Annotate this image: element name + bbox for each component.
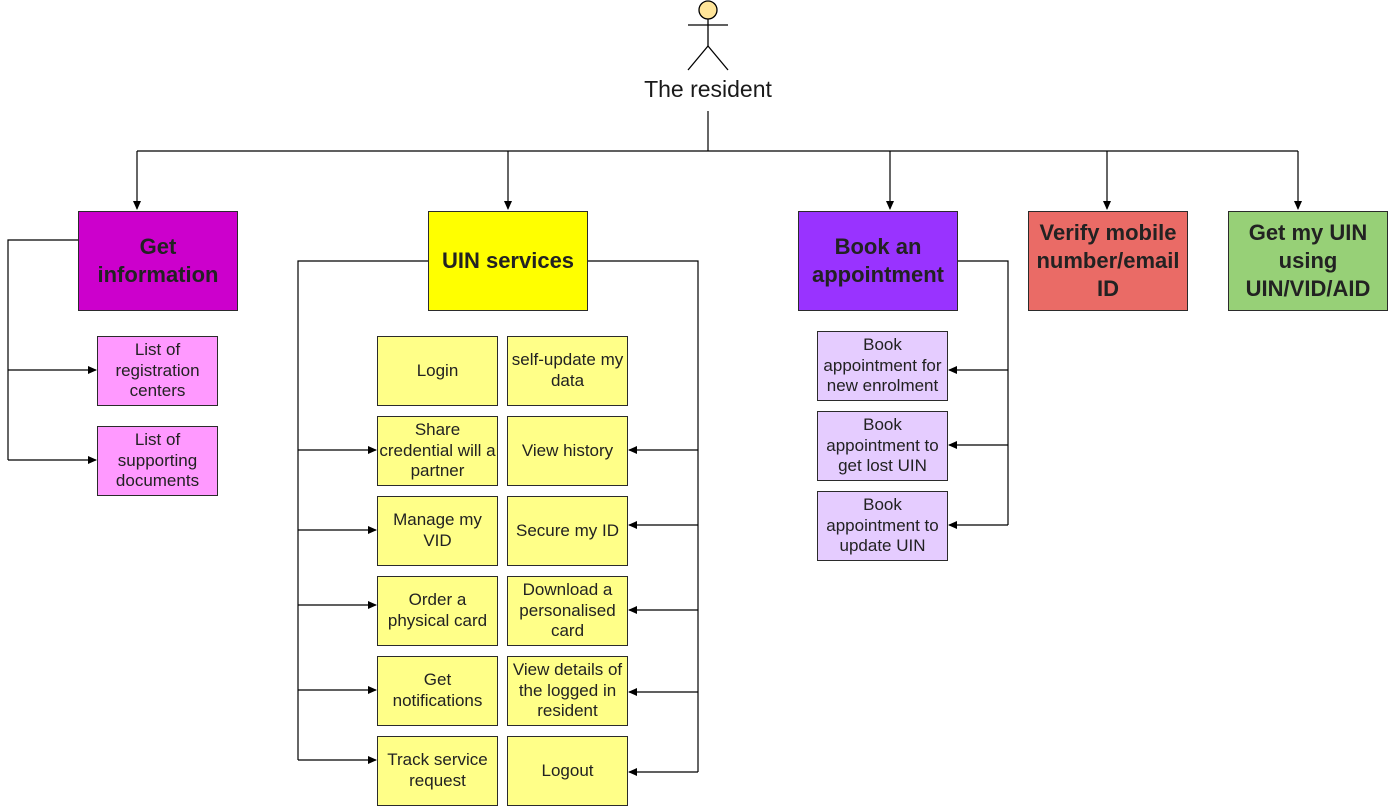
appointment-new-enrolment[interactable]: Book appointment for new enrolment [817, 331, 948, 401]
appointment-update-uin[interactable]: Book appointment to update UIN [817, 491, 948, 561]
get-information-label: Get information [97, 234, 219, 287]
uin-service-order-card[interactable]: Order a physical card [377, 576, 498, 646]
uin-service-view-details[interactable]: View details of the logged in resident [507, 656, 628, 726]
get-information-box[interactable]: Get information [78, 211, 238, 311]
info-item-registration-centers[interactable]: List of registration centers [97, 336, 218, 406]
uin-service-secure-id[interactable]: Secure my ID [507, 496, 628, 566]
info-item-supporting-documents[interactable]: List of supporting documents [97, 426, 218, 496]
get-uin-label: Get my UIN using UIN/VID/AID [1245, 220, 1371, 301]
actor-label: The resident [644, 76, 772, 102]
uin-service-view-history[interactable]: View history [507, 416, 628, 486]
uin-services-label: UIN services [441, 248, 575, 273]
uin-service-track-request[interactable]: Track service request [377, 736, 498, 806]
uin-service-login[interactable]: Login [377, 336, 498, 406]
book-appointment-label: Book an appointment [812, 234, 944, 287]
stick-figure-icon [687, 0, 729, 71]
verify-mobile-label: Verify mobile number/email ID [1036, 220, 1180, 301]
get-uin-box[interactable]: Get my UIN using UIN/VID/AID [1228, 211, 1388, 311]
uin-service-manage-vid[interactable]: Manage my VID [377, 496, 498, 566]
book-appointment-box[interactable]: Book an appointment [798, 211, 958, 311]
uin-service-self-update[interactable]: self-update my data [507, 336, 628, 406]
uin-service-logout[interactable]: Logout [507, 736, 628, 806]
verify-mobile-box[interactable]: Verify mobile number/email ID [1028, 211, 1188, 311]
uin-service-share-credential[interactable]: Share credential will a partner [377, 416, 498, 486]
uin-service-download-card[interactable]: Download a personalised card [507, 576, 628, 646]
appointment-lost-uin[interactable]: Book appointment to get lost UIN [817, 411, 948, 481]
uin-service-notifications[interactable]: Get notifications [377, 656, 498, 726]
uin-services-box[interactable]: UIN services [428, 211, 588, 311]
